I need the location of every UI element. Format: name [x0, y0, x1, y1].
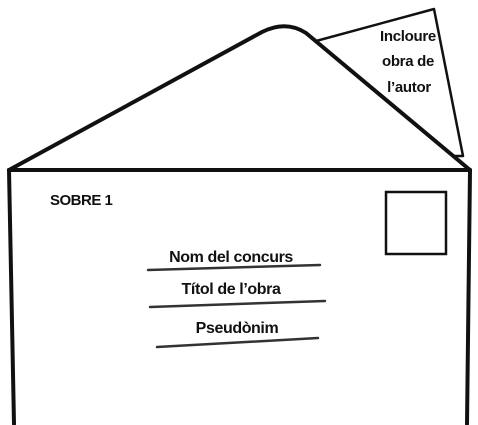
- field-line-title: [150, 301, 325, 307]
- stamp-box: [386, 192, 446, 254]
- field-label-pseudonym: Pseudònim: [196, 320, 279, 337]
- field-line-pseudonym: [157, 338, 318, 347]
- card-text-line-1: Incloure: [380, 28, 436, 45]
- envelope-right-edge: [467, 170, 470, 424]
- field-label-contest: Nom del concurs: [169, 249, 293, 266]
- sobre-label: SOBRE 1: [50, 192, 113, 209]
- envelope-left-edge: [9, 170, 14, 424]
- card-text-line-3: l’autor: [387, 79, 431, 96]
- field-label-title: Títol de l’obra: [182, 281, 281, 298]
- card-text-line-2: obra de: [382, 53, 434, 70]
